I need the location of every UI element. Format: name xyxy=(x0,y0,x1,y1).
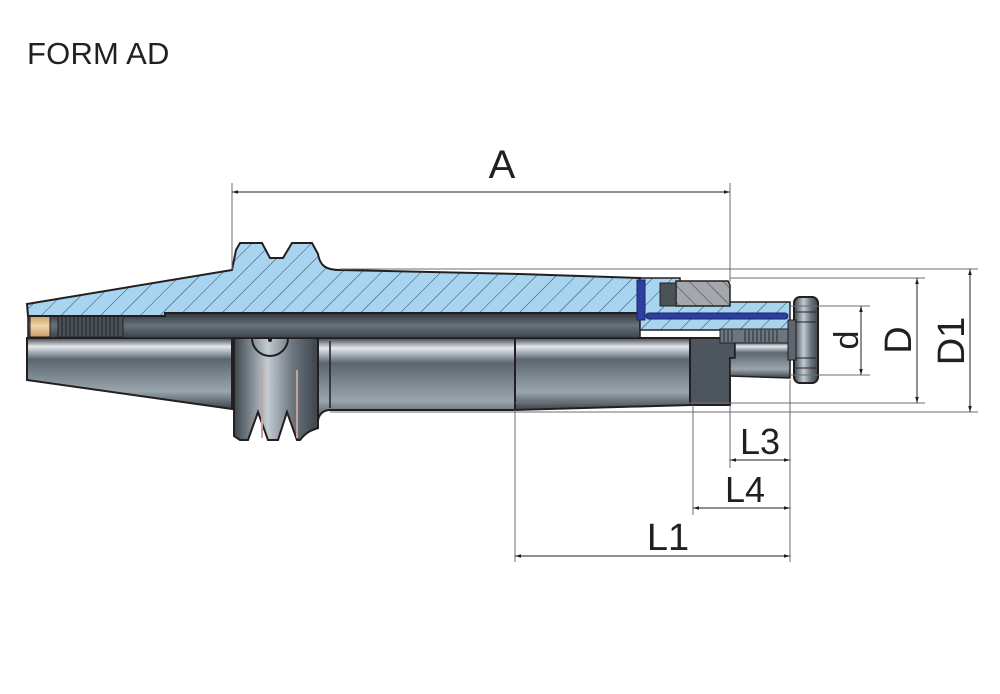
clamping-nut xyxy=(659,280,731,307)
dimension-label-L4: L4 xyxy=(725,469,765,510)
dimension-label-D: D xyxy=(878,326,920,353)
dimension-L3: L3 xyxy=(729,380,791,562)
dimension-d: d xyxy=(790,305,870,376)
dimension-D: D xyxy=(515,277,925,404)
dimension-L4: L4 xyxy=(692,405,790,515)
knurled-disc xyxy=(787,296,819,384)
adjusting-screw xyxy=(719,328,791,344)
dimension-L1: L1 xyxy=(514,410,790,562)
dimension-D1: D1 xyxy=(330,268,978,413)
brass-insert xyxy=(29,314,51,338)
dimension-label-L3: L3 xyxy=(740,421,780,462)
coolant-channel xyxy=(636,279,789,321)
form-title: FORM AD xyxy=(27,36,170,71)
shank-lower-half xyxy=(26,337,791,441)
dimension-label-L1: L1 xyxy=(647,517,689,559)
dimension-label-d: d xyxy=(828,331,866,350)
dimension-a: A xyxy=(231,143,731,282)
dimension-label-a: A xyxy=(489,143,516,187)
dimension-label-D1: D1 xyxy=(931,317,973,366)
